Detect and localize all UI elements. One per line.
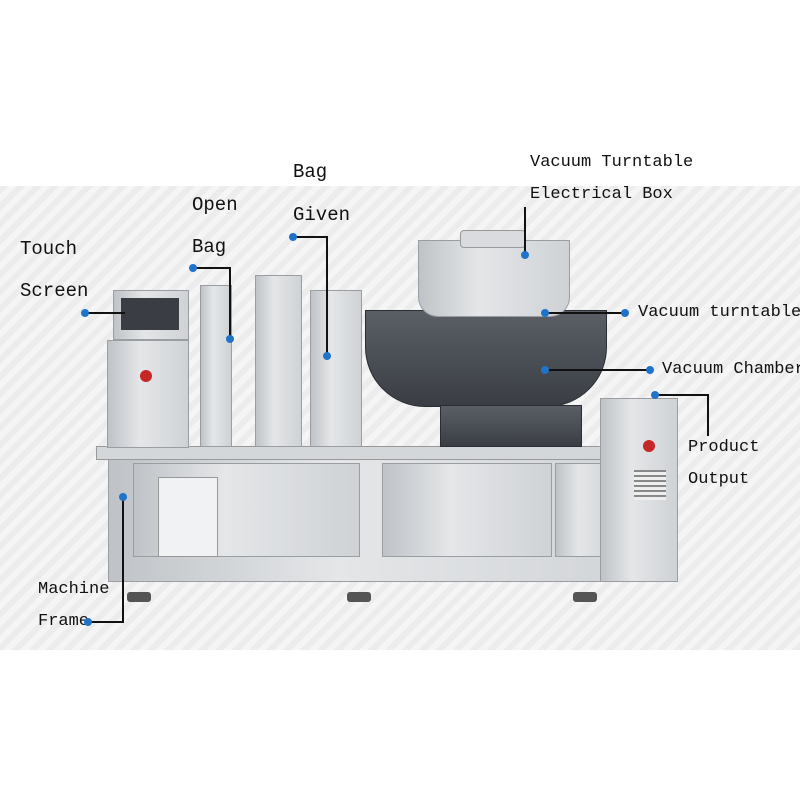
vacuum-turntable-label: Vacuum turntable [638, 303, 800, 322]
middle-door [382, 463, 552, 557]
leader-dot [189, 264, 197, 272]
vacuum-chamber-label: Vacuum Chamber [662, 360, 800, 379]
red-button [140, 370, 152, 382]
frame-label: Frame [38, 612, 90, 631]
open-label: Open [192, 194, 238, 216]
leader-dot [226, 335, 234, 343]
electrical-box-label-2: Electrical Box [530, 185, 673, 204]
foot [573, 592, 597, 602]
product-label: Product [688, 438, 760, 457]
leader-line [193, 267, 231, 269]
table-top [96, 446, 638, 460]
touch-label: Touch [20, 238, 78, 260]
screen-label: Screen [20, 280, 89, 302]
foot [347, 592, 371, 602]
leader-dot [521, 251, 529, 259]
leader-dot [621, 309, 629, 317]
door-panel [158, 477, 218, 557]
electrical-box-top [460, 230, 526, 248]
leader-dot [651, 391, 659, 399]
output-label: Output [688, 470, 750, 489]
electrical-box-label-1: Vacuum Turntable [530, 153, 694, 172]
leader-dot [81, 309, 89, 317]
leader-dot [541, 309, 549, 317]
bag-open-mechanism [200, 285, 232, 447]
foot [127, 592, 151, 602]
leader-line [707, 394, 709, 436]
leader-dot [119, 493, 127, 501]
machine-label: Machine [38, 580, 110, 599]
leader-dot [84, 618, 92, 626]
vacuum-chambers [365, 310, 607, 407]
leader-line [545, 312, 625, 314]
leader-line [524, 207, 526, 255]
leader-line [293, 236, 328, 238]
touch-screen-display [121, 298, 179, 330]
bag-given-mechanism [310, 290, 362, 447]
leader-dot [541, 366, 549, 374]
bag-given-label-2: Given [293, 204, 351, 226]
bag-feed-mechanism [255, 275, 302, 447]
bag-given-label-1: Bag [293, 161, 328, 183]
leader-dot [289, 233, 297, 241]
bag-label: Bag [192, 236, 227, 258]
vent [634, 470, 666, 500]
leader-line [122, 497, 124, 623]
leader-dot [323, 352, 331, 360]
leader-line [88, 621, 124, 623]
leader-line [326, 236, 328, 356]
turntable-base [440, 405, 582, 447]
leader-line [545, 369, 650, 371]
turntable-drum [418, 240, 570, 317]
leader-line [85, 312, 125, 314]
leader-line [655, 394, 709, 396]
screen-pillar [107, 340, 189, 448]
leader-dot [646, 366, 654, 374]
leader-line [229, 267, 231, 339]
emergency-stop [643, 440, 655, 452]
